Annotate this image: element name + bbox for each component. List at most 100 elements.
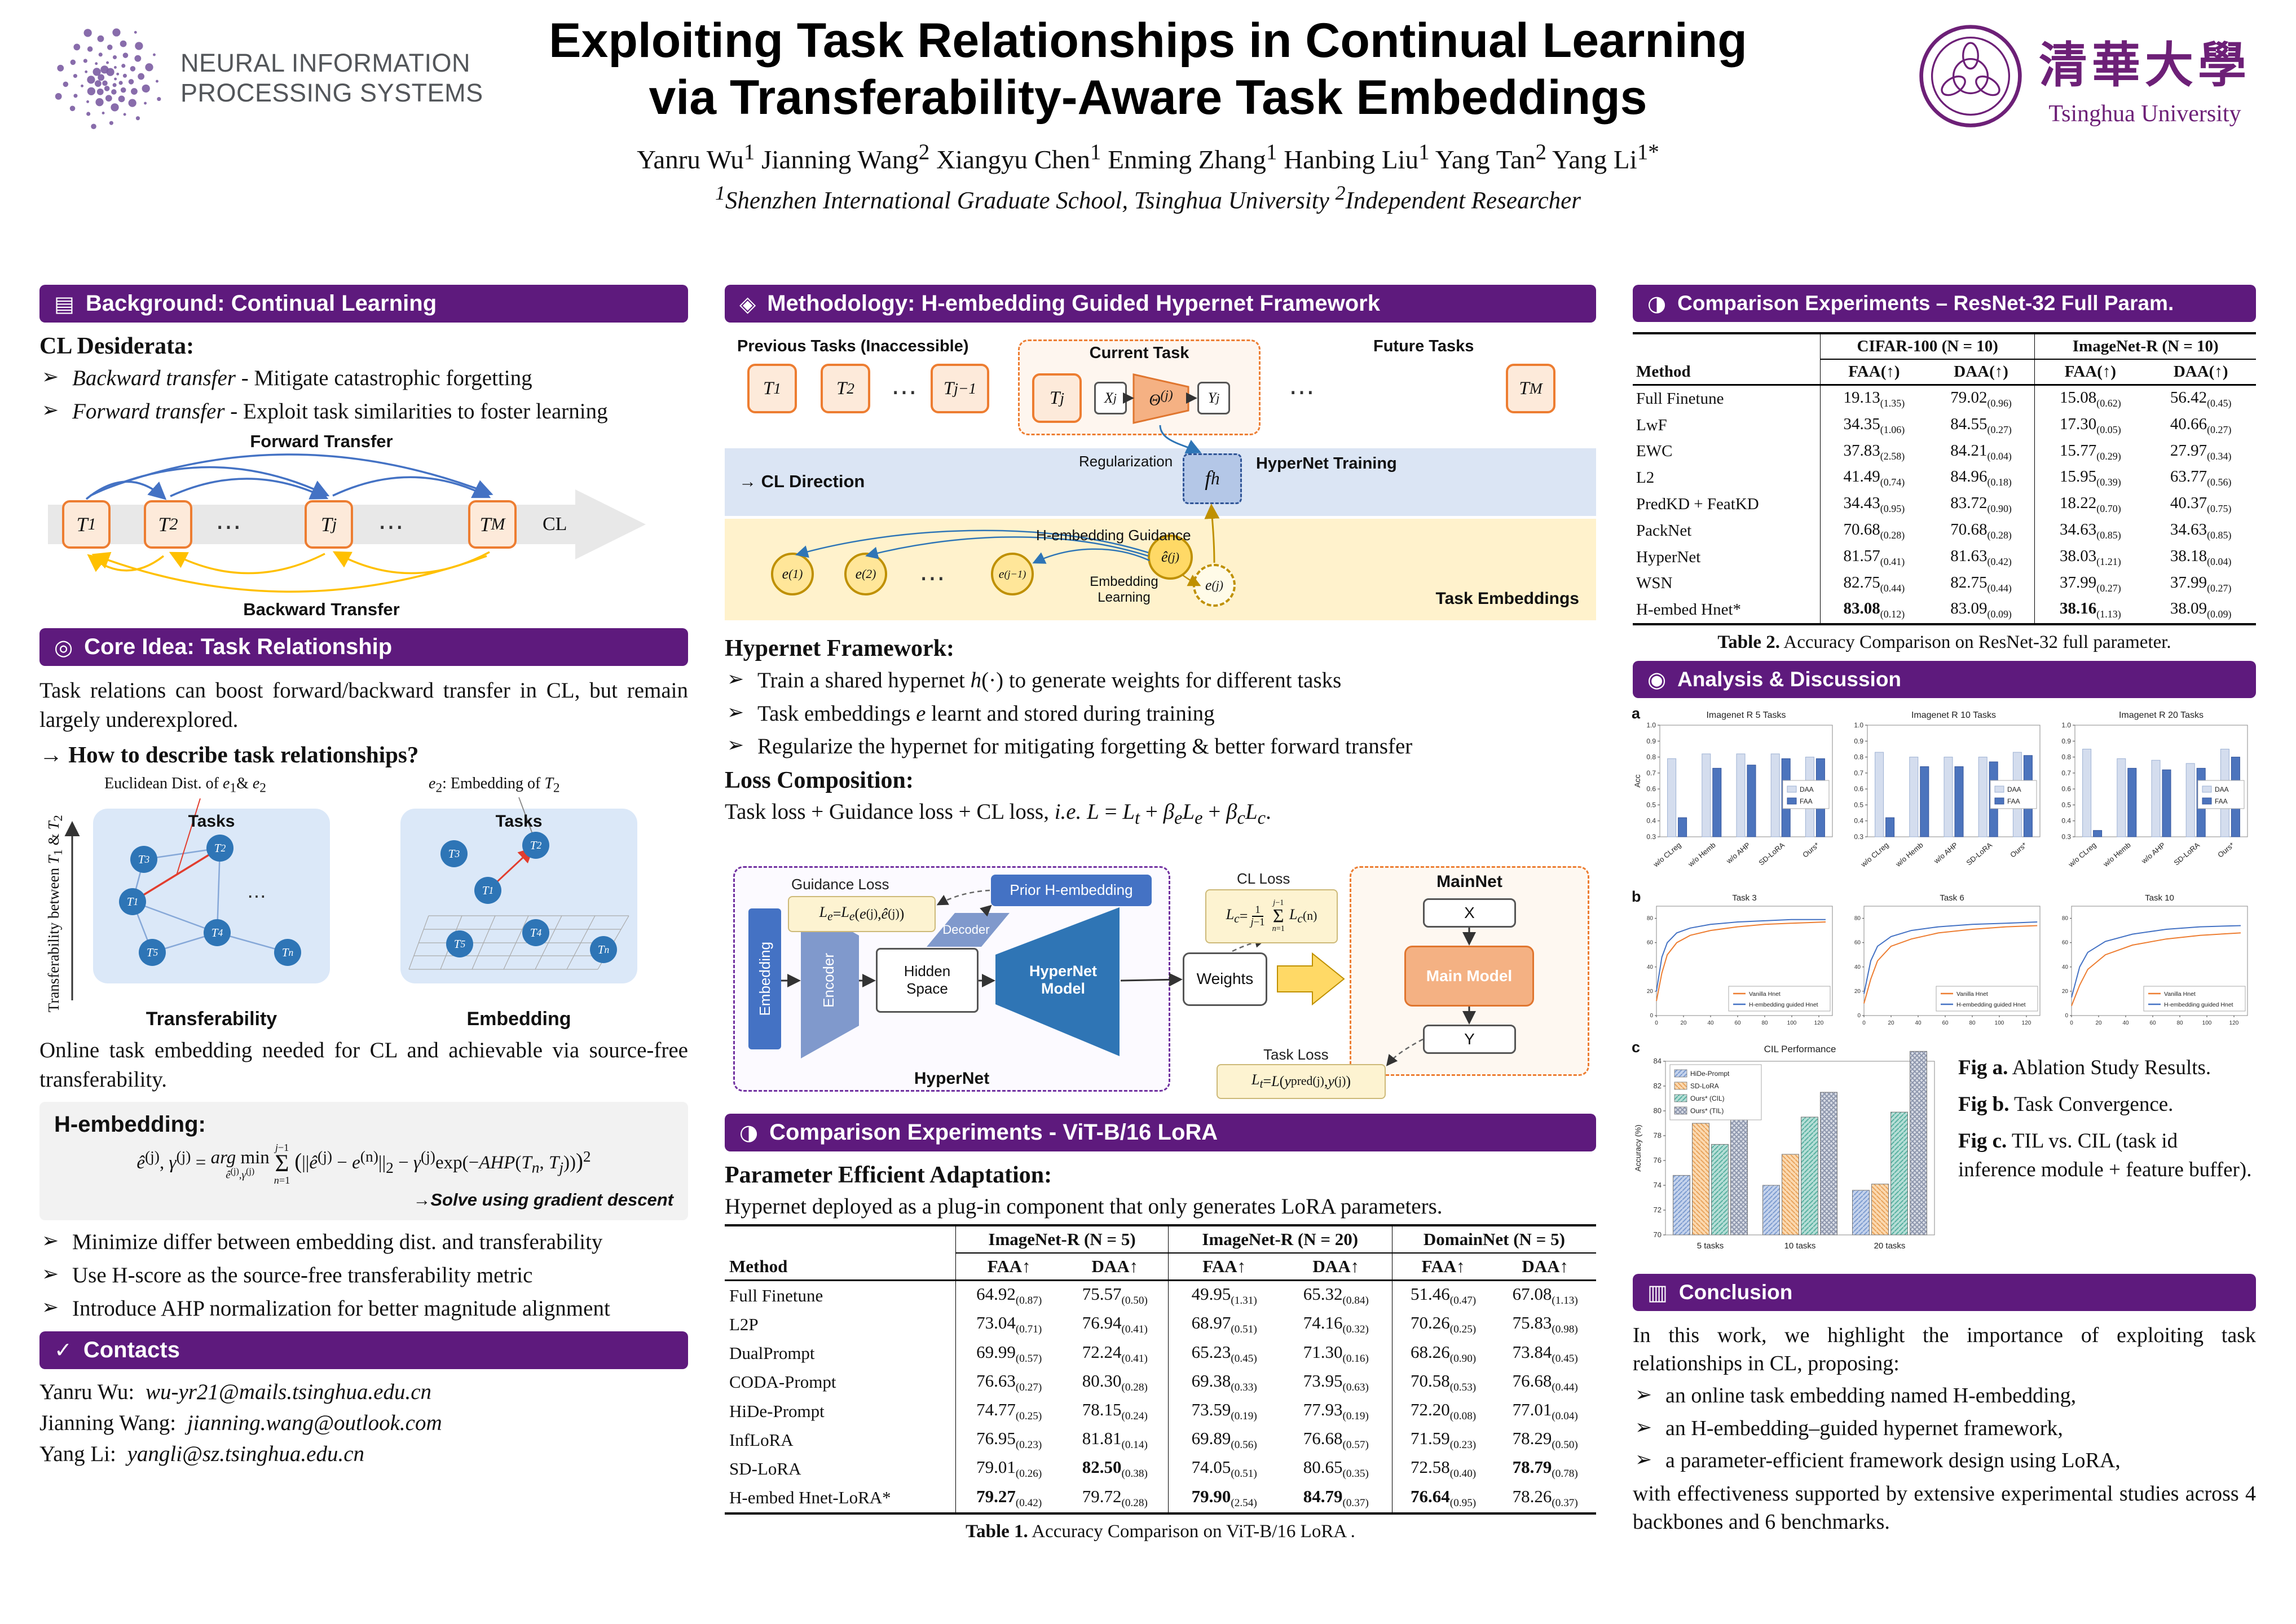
value-cell: 40.37(0.75)	[2170, 494, 2232, 514]
svg-text:w/o AHP: w/o AHP	[1932, 841, 1959, 866]
diamond-icon: ◈	[739, 291, 756, 316]
logo-dot	[69, 105, 76, 112]
method-cell: HiDe-Prompt	[729, 1401, 825, 1421]
logo-dot	[73, 43, 81, 51]
svg-text:H-embedding guided Hnet: H-embedding guided Hnet	[2164, 1001, 2233, 1008]
value-cell: 75.57(0.50)	[1082, 1284, 1148, 1307]
value-cell: 71.30(0.16)	[1303, 1341, 1369, 1365]
conclusion-bullet-3: a parameter-efficient framework design u…	[1633, 1447, 2256, 1475]
cl-label: CL	[543, 514, 567, 535]
logo-dot	[112, 28, 121, 37]
svg-text:Vanilla Hnet: Vanilla Hnet	[1956, 991, 1988, 998]
pie-chart-icon: ◑	[1647, 291, 1667, 316]
regularization-label: Regularization	[1079, 453, 1173, 470]
panel-letter-c: c	[1632, 1039, 1641, 1056]
core-question: → How to describe task relationships?	[39, 742, 419, 768]
logo-dot	[86, 100, 89, 103]
svg-text:SD-LoRA: SD-LoRA	[1690, 1082, 1719, 1090]
encoder-label: Encoder	[819, 953, 837, 1008]
svg-text:60: 60	[1647, 940, 1654, 946]
method-cell: PackNet	[1636, 521, 1692, 540]
conclusion-bullet-2: an H-embedding–guided hypernet framework…	[1633, 1415, 2256, 1442]
logo-dot	[100, 65, 109, 74]
daa-bar	[1978, 757, 1987, 837]
value-cell: 15.95(0.39)	[2034, 465, 2146, 492]
euclidean-dist-note: Euclidean Dist. of e1& e2	[104, 775, 266, 796]
svg-text:0.5: 0.5	[1646, 801, 1656, 809]
value-cell: 76.68(0.44)	[1512, 1370, 1578, 1393]
svg-text:80: 80	[1761, 1020, 1768, 1026]
svg-text:40: 40	[1707, 1020, 1714, 1026]
svg-text:80: 80	[2176, 1020, 2183, 1026]
svg-text:0: 0	[1857, 1013, 1861, 1019]
svg-text:FAA: FAA	[2215, 797, 2228, 805]
value-cell: 65.23(0.45)	[1167, 1339, 1280, 1368]
hypernet-framework-list: Train a shared hypernet h(·) to generate…	[725, 667, 1596, 761]
value-cell: 74.16(0.32)	[1303, 1313, 1369, 1336]
section-title-background: Background: Continual Learning	[85, 291, 437, 316]
ellipsis: ⋯	[378, 513, 404, 542]
hypernet-framework-heading: Hypernet Framework:	[725, 636, 955, 661]
value-cell: 69.38(0.33)	[1167, 1367, 1280, 1397]
value-cell: 73.95(0.63)	[1303, 1370, 1369, 1393]
value-cell: 68.26(0.90)	[1391, 1339, 1495, 1368]
value-cell: 68.97(0.51)	[1167, 1310, 1280, 1339]
svg-text:20: 20	[1888, 1020, 1894, 1026]
embedding-note: e2: Embedding of T2	[429, 775, 560, 796]
svg-text:80: 80	[1647, 916, 1654, 922]
contact-name: Yanru Wu:	[39, 1379, 135, 1404]
series-line	[1863, 921, 2038, 994]
svg-text:0.8: 0.8	[1646, 753, 1656, 761]
middle-column: ◈ Methodology: H-embedding Guided Hypern…	[725, 285, 1596, 1544]
svg-text:SD-LoRA: SD-LoRA	[1757, 841, 1786, 867]
embedding-learning-label: Embedding Learning	[1090, 574, 1158, 605]
svg-text:1.0: 1.0	[1646, 721, 1656, 729]
logo-dot	[87, 46, 93, 52]
series-line	[2071, 932, 2241, 1007]
value-cell: 76.63(0.27)	[955, 1367, 1063, 1397]
contact-row: Yang Li: yangli@sz.tsinghua.edu.cn	[39, 1441, 688, 1467]
value-cell: 70.68(0.28)	[1950, 520, 2012, 541]
document-icon: ▤	[54, 291, 74, 316]
daa-bar	[1736, 753, 1746, 837]
hemb-bullet-2: Use H-score as the source-free transfera…	[39, 1261, 688, 1290]
ellipsis: ⋯	[891, 378, 917, 407]
framework-bullet-2: Task embeddings e learnt and stored duri…	[725, 700, 1596, 729]
task-embeddings-label: Task Embeddings	[1435, 589, 1579, 608]
svg-text:0.4: 0.4	[2061, 817, 2071, 825]
section-header-contacts: ✓ Contacts	[39, 1331, 688, 1369]
value-cell: 78.79(0.78)	[1512, 1457, 1578, 1480]
svg-text:0: 0	[1650, 1013, 1653, 1019]
tsinghua-logo: 清華大學 Tsinghua University	[1917, 23, 2251, 130]
value-cell: 83.09(0.09)	[1950, 599, 2012, 620]
fig-a-caption: Fig a. Ablation Study Results.	[1958, 1056, 2211, 1080]
svg-text:FAA: FAA	[1800, 797, 1813, 805]
cil-bar	[1711, 1144, 1729, 1235]
left-column: ▤ Background: Continual Learning CL Desi…	[39, 285, 688, 1472]
value-cell: 73.04(0.71)	[955, 1310, 1063, 1339]
svg-text:H-embedding guided Hnet: H-embedding guided Hnet	[1956, 1001, 2026, 1008]
section-header-background: ▤ Background: Continual Learning	[39, 285, 688, 323]
value-cell: 72.24(0.41)	[1082, 1341, 1148, 1365]
svg-text:0.6: 0.6	[1646, 785, 1656, 793]
framework-bullet-1: Train a shared hypernet h(·) to generate…	[725, 667, 1596, 695]
